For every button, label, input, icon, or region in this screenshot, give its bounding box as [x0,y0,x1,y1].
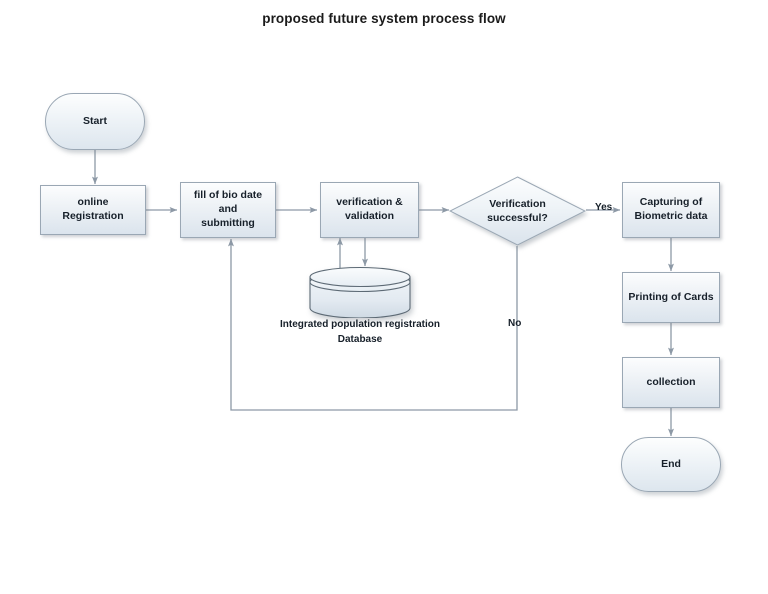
database-caption: Integrated population registration Datab… [270,318,450,347]
decision-diamond-shape [449,176,586,246]
edge-label-yes: Yes [595,202,613,213]
database-caption-line2: Database [337,333,383,345]
node-start[interactable]: Start [45,93,145,150]
node-capturing-line2: Biometric data [634,210,708,222]
node-capturing-biometric-data[interactable]: Capturing of Biometric data [622,182,720,238]
node-decision-verification-successful[interactable]: Verification successful? [449,176,586,246]
page-title: proposed future system process flow [262,11,506,26]
node-online-registration-label: online Registration [62,196,124,222]
node-fill-bio-data[interactable]: fill of bio date and submitting [180,182,276,238]
node-verification-line1: verification & [336,196,403,209]
node-fill-bio-line1: fill of bio date and [193,189,263,216]
node-end-label: End [661,457,681,470]
node-collection-label: collection [646,375,696,388]
node-verification-line2: validation [344,210,394,222]
node-printing-label: Printing of Cards [628,290,714,303]
node-fill-bio-line2: submitting [201,216,255,229]
node-database-cylinder[interactable] [308,266,412,318]
node-printing-of-cards[interactable]: Printing of Cards [622,272,720,323]
edge-label-no: No [508,318,522,329]
node-start-label: Start [83,114,107,127]
node-end[interactable]: End [621,437,721,492]
node-online-registration[interactable]: online Registration [40,185,146,235]
node-capturing-line1: Capturing of [639,196,703,209]
database-caption-line1: Integrated population registration [279,319,440,330]
node-verification-validation[interactable]: verification & validation [320,182,419,238]
database-icon [309,266,411,318]
node-collection[interactable]: collection [622,357,720,408]
